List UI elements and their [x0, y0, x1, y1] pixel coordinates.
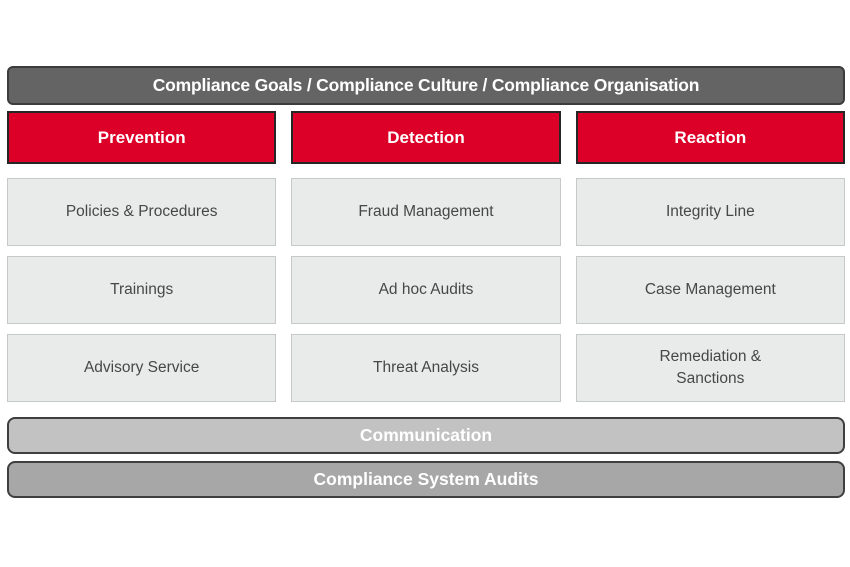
- column-header-label: Prevention: [97, 127, 186, 147]
- cell-label: Integrity Line: [665, 202, 755, 220]
- title-bar: Compliance Goals / Compliance Culture / …: [7, 66, 845, 105]
- cell-policies-procedures: Policies & Procedures: [7, 178, 277, 246]
- cell-ad-hoc-audits: Ad hoc Audits: [291, 256, 561, 324]
- cell-label: Advisory Service: [83, 358, 200, 376]
- column-header-reaction: Reaction: [575, 111, 845, 164]
- columns-grid: Prevention Policies & Procedures Trainin…: [7, 111, 845, 412]
- column-detection: Detection Fraud Management Ad hoc Audits…: [291, 111, 561, 412]
- column-prevention: Prevention Policies & Procedures Trainin…: [7, 111, 277, 412]
- compliance-system-audits-label: Compliance System Audits: [313, 469, 539, 489]
- communication-bar-label: Communication: [359, 425, 493, 445]
- cell-integrity-line: Integrity Line: [575, 178, 845, 246]
- compliance-system-audits-bar: Compliance System Audits: [7, 461, 845, 498]
- cell-advisory-service: Advisory Service: [7, 334, 277, 402]
- column-header-label: Reaction: [674, 127, 747, 147]
- cell-case-management: Case Management: [575, 256, 845, 324]
- column-header-detection: Detection: [291, 111, 561, 164]
- communication-bar: Communication: [7, 417, 845, 454]
- cell-label: Remediation & Sanctions: [659, 347, 762, 387]
- column-header-prevention: Prevention: [7, 111, 277, 164]
- cell-label: Case Management: [644, 280, 776, 298]
- cell-label: Ad hoc Audits: [378, 280, 474, 298]
- cell-trainings: Trainings: [7, 256, 277, 324]
- title-bar-label: Compliance Goals / Compliance Culture / …: [152, 75, 700, 95]
- cell-label: Fraud Management: [358, 202, 494, 220]
- column-reaction: Reaction Integrity Line Case Management …: [575, 111, 845, 412]
- cell-label: Threat Analysis: [373, 358, 479, 376]
- cell-threat-analysis: Threat Analysis: [291, 334, 561, 402]
- cell-fraud-management: Fraud Management: [291, 178, 561, 246]
- cell-label: Trainings: [110, 280, 174, 298]
- column-header-label: Detection: [387, 127, 465, 147]
- cell-remediation-sanctions: Remediation & Sanctions: [575, 334, 845, 402]
- cell-label: Policies & Procedures: [65, 202, 218, 220]
